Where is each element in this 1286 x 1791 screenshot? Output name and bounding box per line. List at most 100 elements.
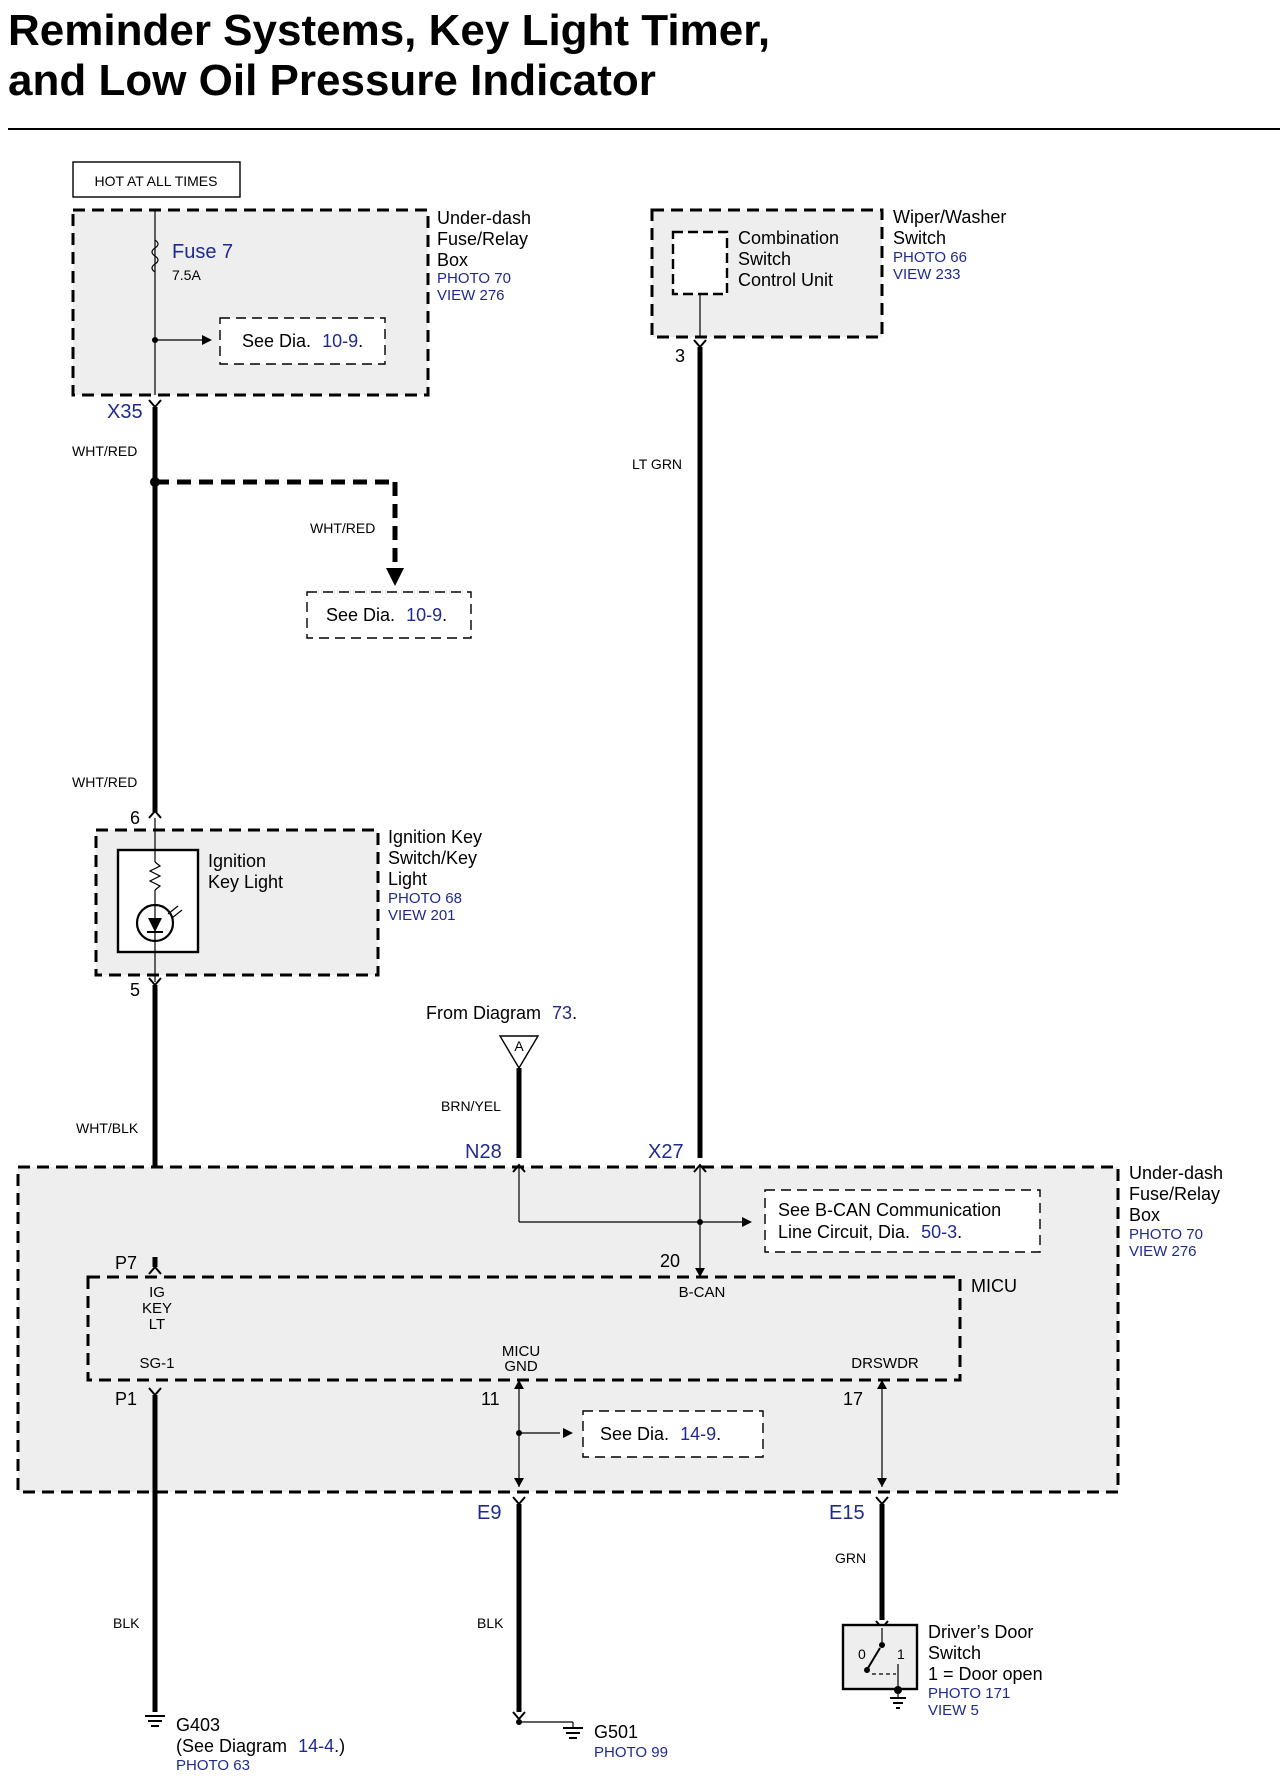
wire-label-wht-red-3: WHT/RED [72,774,137,790]
pin-3: 3 [675,346,685,366]
photo-ref[interactable]: PHOTO 99 [594,1744,668,1761]
ignition-key-switch: 6 Ignition Key Light Ignition Key Switch… [94,808,482,1000]
view-ref[interactable]: VIEW 201 [388,907,456,924]
unit-line-3: Control Unit [738,270,833,290]
ref-number[interactable]: 14-9 [680,1424,716,1444]
from-diagram-73: From Diagram 73. A BRN/YEL [426,1003,577,1158]
see-dia-14-9-link[interactable]: See Dia. 14-9. [600,1424,721,1444]
arrow-icon [563,1428,573,1438]
see-dia-10-9-link-2[interactable]: See Dia. 10-9. [326,605,447,625]
hot-label: HOT AT ALL TIMES [95,173,218,189]
position-0: 0 [858,1646,866,1662]
photo-ref[interactable]: PHOTO 66 [893,249,967,266]
photo-ref[interactable]: PHOTO 68 [388,890,462,907]
box-name-line-1: Under-dash [437,208,531,228]
pin-p7: P7 [115,1253,137,1273]
diagram-title: Reminder Systems, Key Light Timer, and L… [8,6,1268,106]
bcan-label: B-CAN [679,1284,726,1301]
pin-17: 17 [843,1389,863,1409]
fuse-label: Fuse 7 [172,241,233,263]
photo-ref[interactable]: PHOTO 70 [1129,1226,1203,1243]
wire-label-wht-red-2: WHT/RED [310,520,375,536]
view-ref[interactable]: VIEW 233 [893,266,961,283]
arrow-icon [202,335,212,345]
offpage-connector-icon [498,1035,540,1070]
box-name-line-2: Fuse/Relay [437,229,528,249]
wire-blk-g501: BLK G501 PHOTO 99 [477,1496,668,1761]
g403-name: G403 [176,1715,220,1735]
drswdr-label: DRSWDR [851,1355,919,1372]
wire-label-brn-yel: BRN/YEL [441,1098,501,1114]
switch-name-line-2: Switch [893,228,946,248]
box-name-line-3: Box [437,250,468,270]
from-suffix: . [572,1003,577,1023]
pin-p1: P1 [115,1389,137,1409]
switch-name-line-2: Switch/Key [388,848,477,868]
see-diagram-14-4-link[interactable]: (See Diagram 14-4.) [176,1736,345,1756]
wire-grn: GRN [835,1496,889,1620]
micu-label: MICU [971,1276,1017,1296]
view-ref[interactable]: VIEW 276 [437,287,505,304]
view-ref[interactable]: VIEW 276 [1129,1243,1197,1260]
title-line-1: Reminder Systems, Key Light Timer, [8,6,771,55]
micu-gnd-label-2: GND [504,1358,538,1375]
see-dia-50-3-link[interactable]: Line Circuit, Dia. 50-3. [778,1222,962,1242]
bcan-ref-line-1: See B-CAN Communication [778,1200,1001,1220]
photo-ref[interactable]: PHOTO 171 [928,1685,1010,1702]
box-name-line-2: Fuse/Relay [1129,1184,1220,1204]
from-number[interactable]: 73 [552,1003,572,1023]
key-label: KEY [142,1300,172,1317]
ig-label: IG [149,1284,165,1301]
connector-n28: N28 [465,1141,502,1163]
position-1: 1 [897,1646,905,1662]
wire-label-blk-2: BLK [477,1615,504,1631]
view-ref[interactable]: VIEW 5 [928,1702,979,1719]
connector-x35: X35 [107,401,143,423]
resistor-icon [148,861,162,891]
ref-suffix: .) [334,1736,345,1756]
connector-marker: A [514,1038,524,1054]
wire-label-lt-grn: LT GRN [632,456,682,472]
inner-label-1: Ignition [208,851,266,871]
door-name-line-3: 1 = Door open [928,1664,1043,1684]
pin-5: 5 [130,980,140,1000]
micu-unit: MICU P7 20 IG KEY LT B-CAN SG-1 MICU GND… [86,1251,1017,1409]
connector-e15: E15 [829,1502,865,1524]
switch-name-line-1: Ignition Key [388,827,482,847]
drivers-door-switch: 0 1 Driver’s Door Switch 1 = Door open P… [841,1620,1043,1719]
wire-wht-red: WHT/RED WHT/RED WHT/RED [72,399,404,812]
photo-ref[interactable]: PHOTO 63 [176,1757,250,1774]
wire-blk-g403: BLK G403 (See Diagram 14-4.) PHOTO 63 [113,1492,345,1774]
wire-label-wht-blk: WHT/BLK [76,1120,139,1136]
ref-suffix: . [358,331,363,351]
box-name-line-1: Under-dash [1129,1163,1223,1183]
door-name-line-1: Driver’s Door [928,1622,1033,1642]
photo-ref[interactable]: PHOTO 70 [437,270,511,287]
wire-label-wht-red-1: WHT/RED [72,443,137,459]
switch-name-line-3: Light [388,869,427,889]
ref-number[interactable]: 10-9 [406,605,442,625]
ref-number[interactable]: 50-3 [921,1222,957,1242]
see-dia-10-9-link-1[interactable]: See Dia. 10-9. [242,331,363,351]
arrow-icon [742,1217,752,1227]
sg1-label: SG-1 [139,1355,174,1372]
ref-prefix: See Dia. [326,605,395,625]
from-diagram-link[interactable]: From Diagram 73. [426,1003,577,1023]
pin-11: 11 [481,1389,500,1409]
ref-number[interactable]: 10-9 [322,331,358,351]
ref-number[interactable]: 14-4 [298,1736,334,1756]
unit-line-1: Combination [738,228,839,248]
ref-suffix: . [957,1222,962,1242]
wire-label-blk-1: BLK [113,1615,140,1631]
ref-prefix: See Dia. [242,331,311,351]
ref-suffix: . [442,605,447,625]
inner-label-2: Key Light [208,872,283,892]
pin-20: 20 [660,1251,680,1271]
fuse-relay-box-top: Fuse 7 7.5A See Dia. 10-9. Under-dash Fu… [71,208,531,423]
ref-prefix: (See Diagram [176,1736,287,1756]
arrow-icon [386,568,404,586]
ground-icon [563,1722,583,1739]
title-divider [8,128,1280,130]
connector-e9: E9 [477,1502,501,1524]
fuse-rating: 7.5A [172,267,201,283]
